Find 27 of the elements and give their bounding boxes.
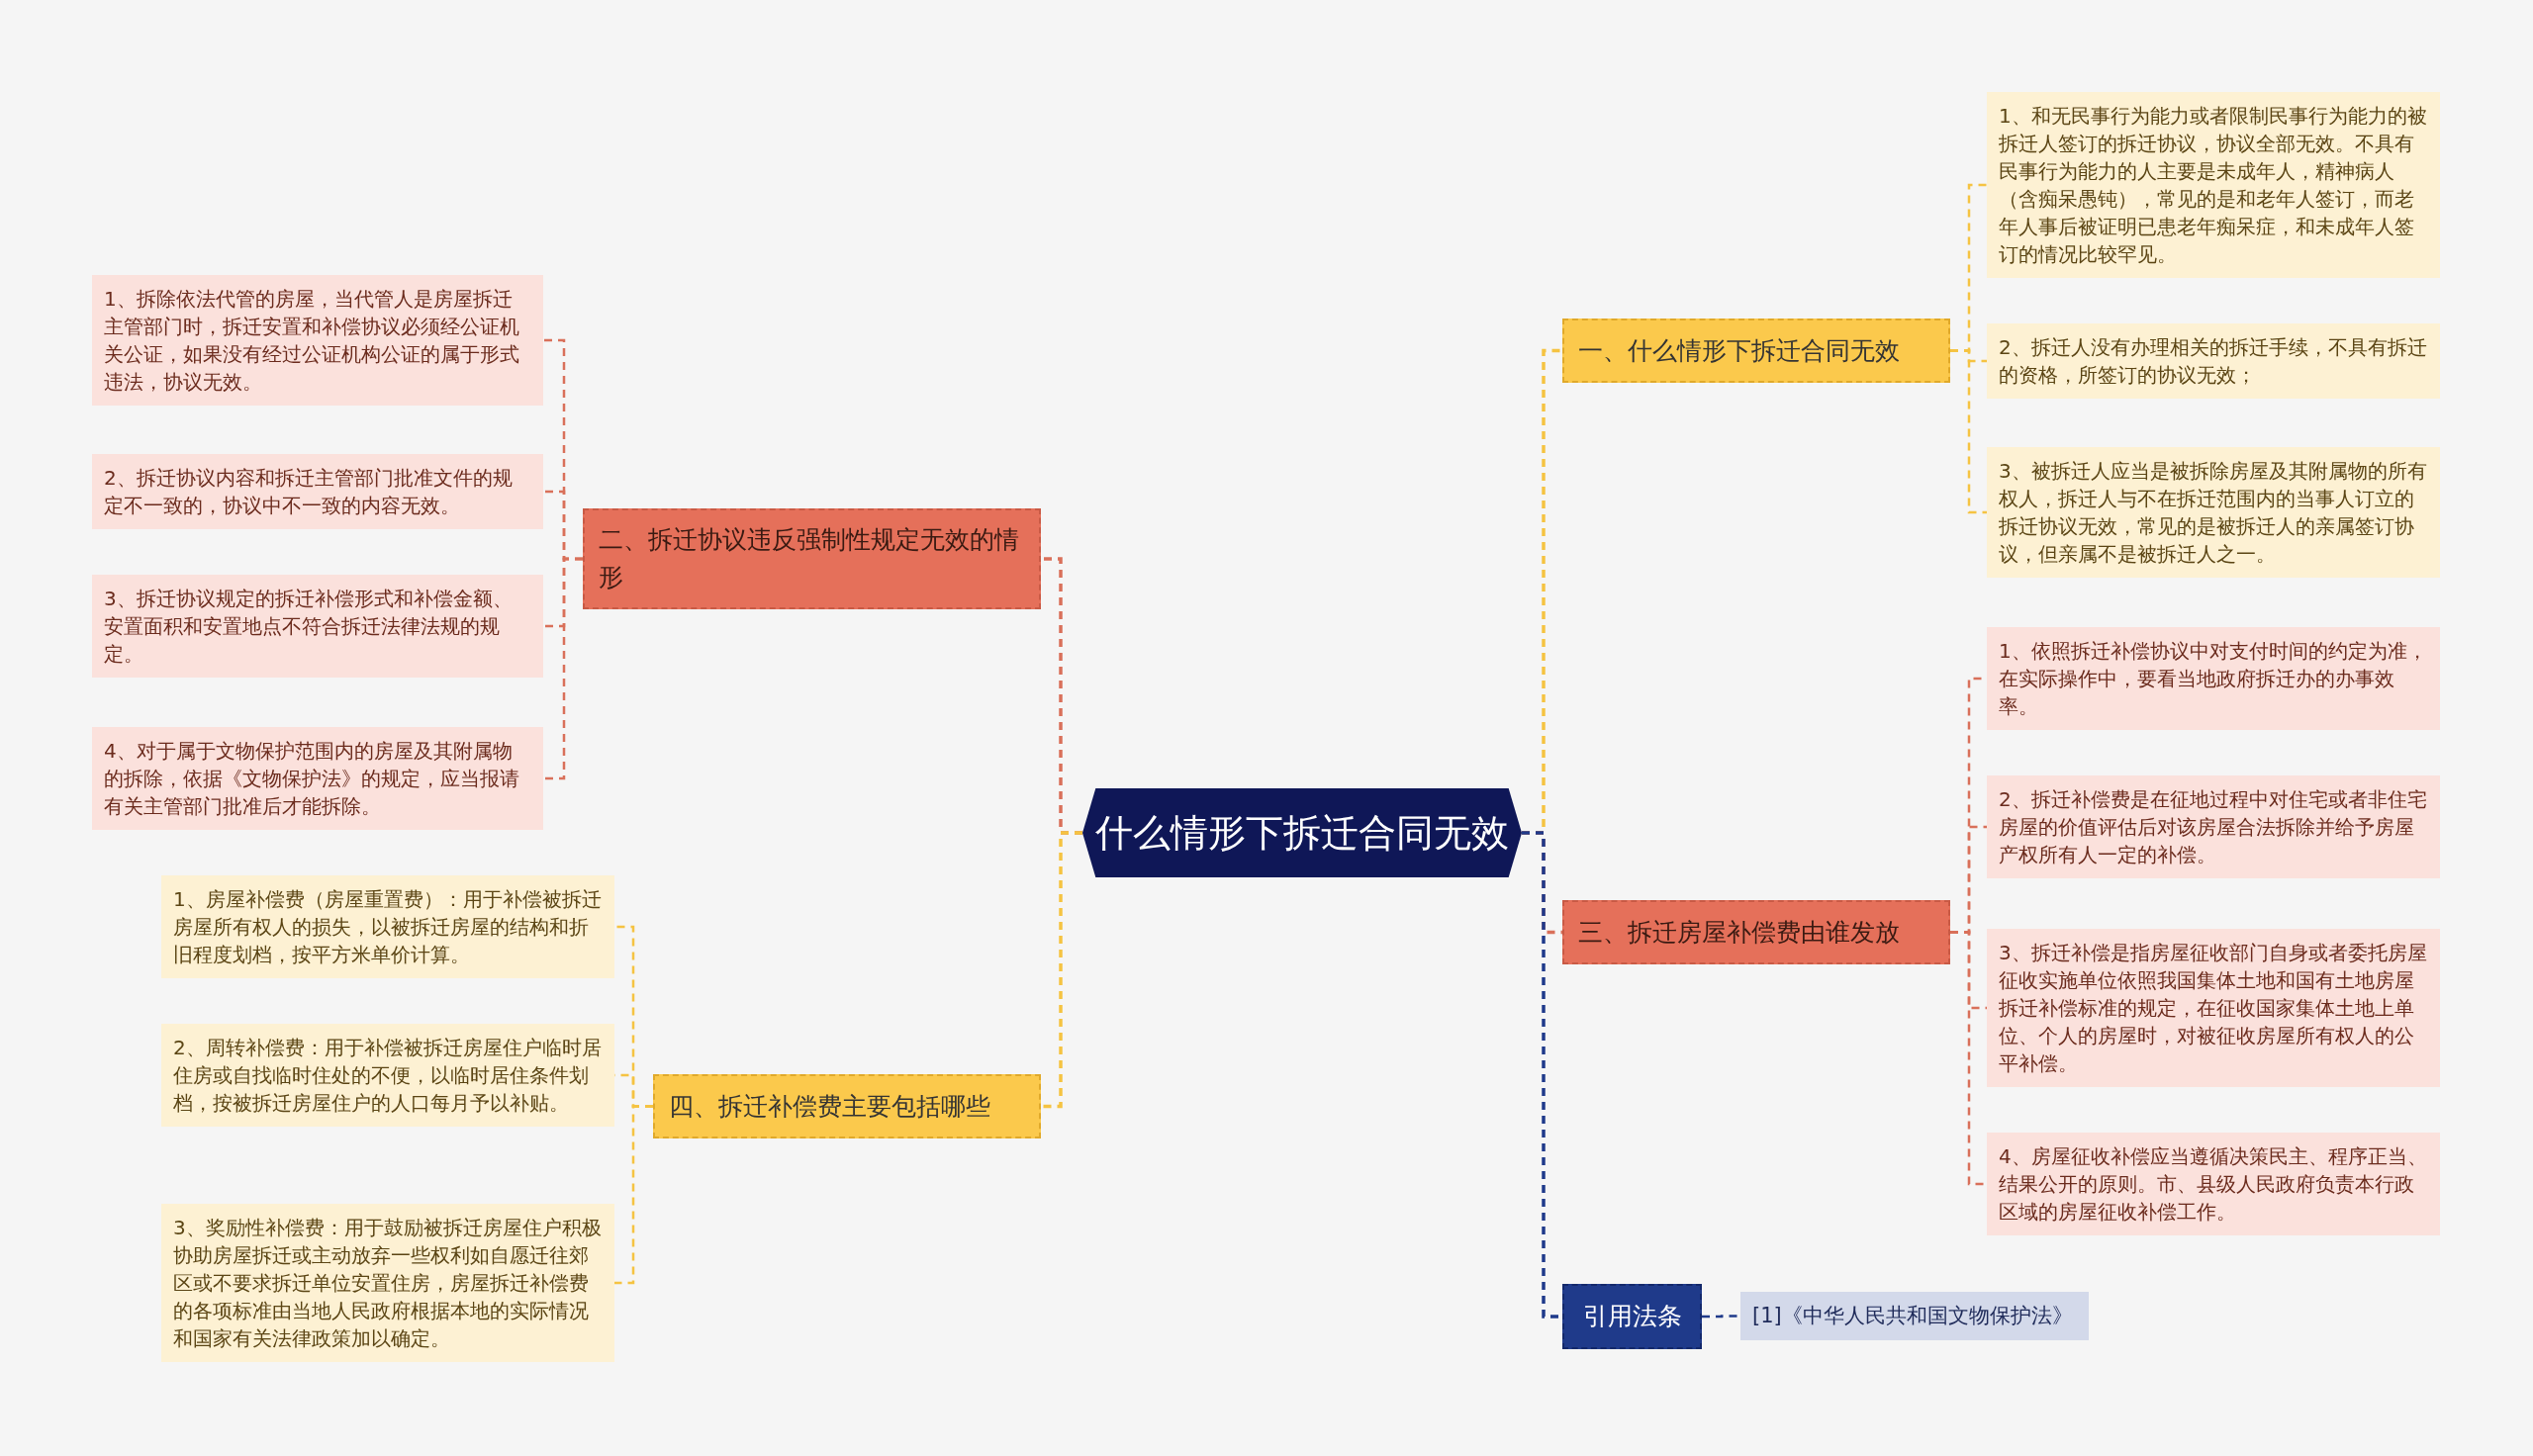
note-box: 1、依照拆迁补偿协议中对支付时间的约定为准，在实际操作中，要看当地政府拆迁办的办事效率。 — [1987, 627, 2440, 730]
connector-line — [543, 557, 583, 780]
note-box: 3、拆迁协议规定的拆迁补偿形式和补偿金额、安置面积和安置地点不符合拆迁法律法规的规定。 — [92, 575, 543, 678]
note-box: 1、房屋补偿费（房屋重置费）：用于补偿被拆迁房屋所有权人的损失，以被拆迁房屋的结构和折旧程度划档，按平方米单价计算。 — [161, 875, 614, 978]
note-box: 1、拆除依法代管的房屋，当代管人是房屋拆迁主管部门时，拆迁安置和补偿协议必须经公证机关公证，如果没有经过公证机构公证的属于形式违法，协议无效。 — [92, 275, 543, 406]
connector-line — [1041, 831, 1082, 1109]
note-box: 4、房屋征收补偿应当遵循决策民主、程序正当、结果公开的原则。市、县级人民政府负责本行政区域的房屋征收补偿工作。 — [1987, 1133, 2440, 1235]
note-box: 3、拆迁补偿是指房屋征收部门自身或者委托房屋征收实施单位依照我国集体土地和国有土地房屋拆迁补偿标准的规定，在征收国家集体土地上单位、个人的房屋时，对被征收房屋所有权人的公平补偿。 — [1987, 929, 2440, 1087]
note-box: 2、拆迁协议内容和拆迁主管部门批准文件的规定不一致的，协议中不一致的内容无效。 — [92, 454, 543, 529]
note-box: 2、周转补偿费：用于补偿被拆迁房屋住户临时居住房或自找临时住处的不便，以临时居住条件划档，按被拆迁房屋住户的人口每月予以补贴。 — [161, 1024, 614, 1127]
branch-box: 三、拆迁房屋补偿费由谁发放 — [1562, 900, 1950, 964]
central-topic: 什么情形下拆迁合同无效 — [1082, 788, 1522, 877]
branch-box: 一、什么情形下拆迁合同无效 — [1562, 318, 1950, 383]
branch-box: 引用法条 — [1562, 1284, 1702, 1349]
connector-line — [1950, 349, 1987, 514]
connector-line — [1702, 1315, 1740, 1319]
note-box: 1、和无民事行为能力或者限制民事行为能力的被拆迁人签订的拆迁协议，协议全部无效。不具有民事行为能力的人主要是未成年人，精神病人（含痴呆愚钝），常见的是和老年人签订，而老年人事后被证明已患老年痴呆症，和未成年人签订的情况比较罕见。 — [1987, 92, 2440, 278]
note-box: 3、被拆迁人应当是被拆除房屋及其附属物的所有权人，拆迁人与不在拆迁范围内的当事人订立的拆迁协议无效，常见的是被拆迁人的亲属签订协议，但亲属不是被拆迁人之一。 — [1987, 447, 2440, 578]
reference-box: [1]《中华人民共和国文物保护法》 — [1740, 1292, 2089, 1340]
branch-box: 二、拆迁协议违反强制性规定无效的情形 — [583, 508, 1041, 609]
note-box: 2、拆迁人没有办理相关的拆迁手续，不具有拆迁的资格，所签订的协议无效； — [1987, 323, 2440, 399]
connector-line — [614, 1105, 653, 1285]
note-box: 4、对于属于文物保护范围内的房屋及其附属物的拆除，依据《文物保护法》的规定，应当报请有关主管部门批准后才能拆除。 — [92, 727, 543, 830]
note-box: 2、拆迁补偿费是在征地过程中对住宅或者非住宅房屋的价值评估后对该房屋合法拆除并给予房屋产权所有人一定的补偿。 — [1987, 775, 2440, 878]
connector-line — [1950, 931, 1987, 1186]
note-box: 3、奖励性补偿费：用于鼓励被拆迁房屋住户积极协助房屋拆迁或主动放弃一些权利如自愿迁往郊区或不要求拆迁单位安置住房，房屋拆迁补偿费的各项标准由当地人民政府根据本地的实际情况和国家有关法律政策加以确定。 — [161, 1204, 614, 1362]
branch-box: 四、拆迁补偿费主要包括哪些 — [653, 1074, 1041, 1138]
